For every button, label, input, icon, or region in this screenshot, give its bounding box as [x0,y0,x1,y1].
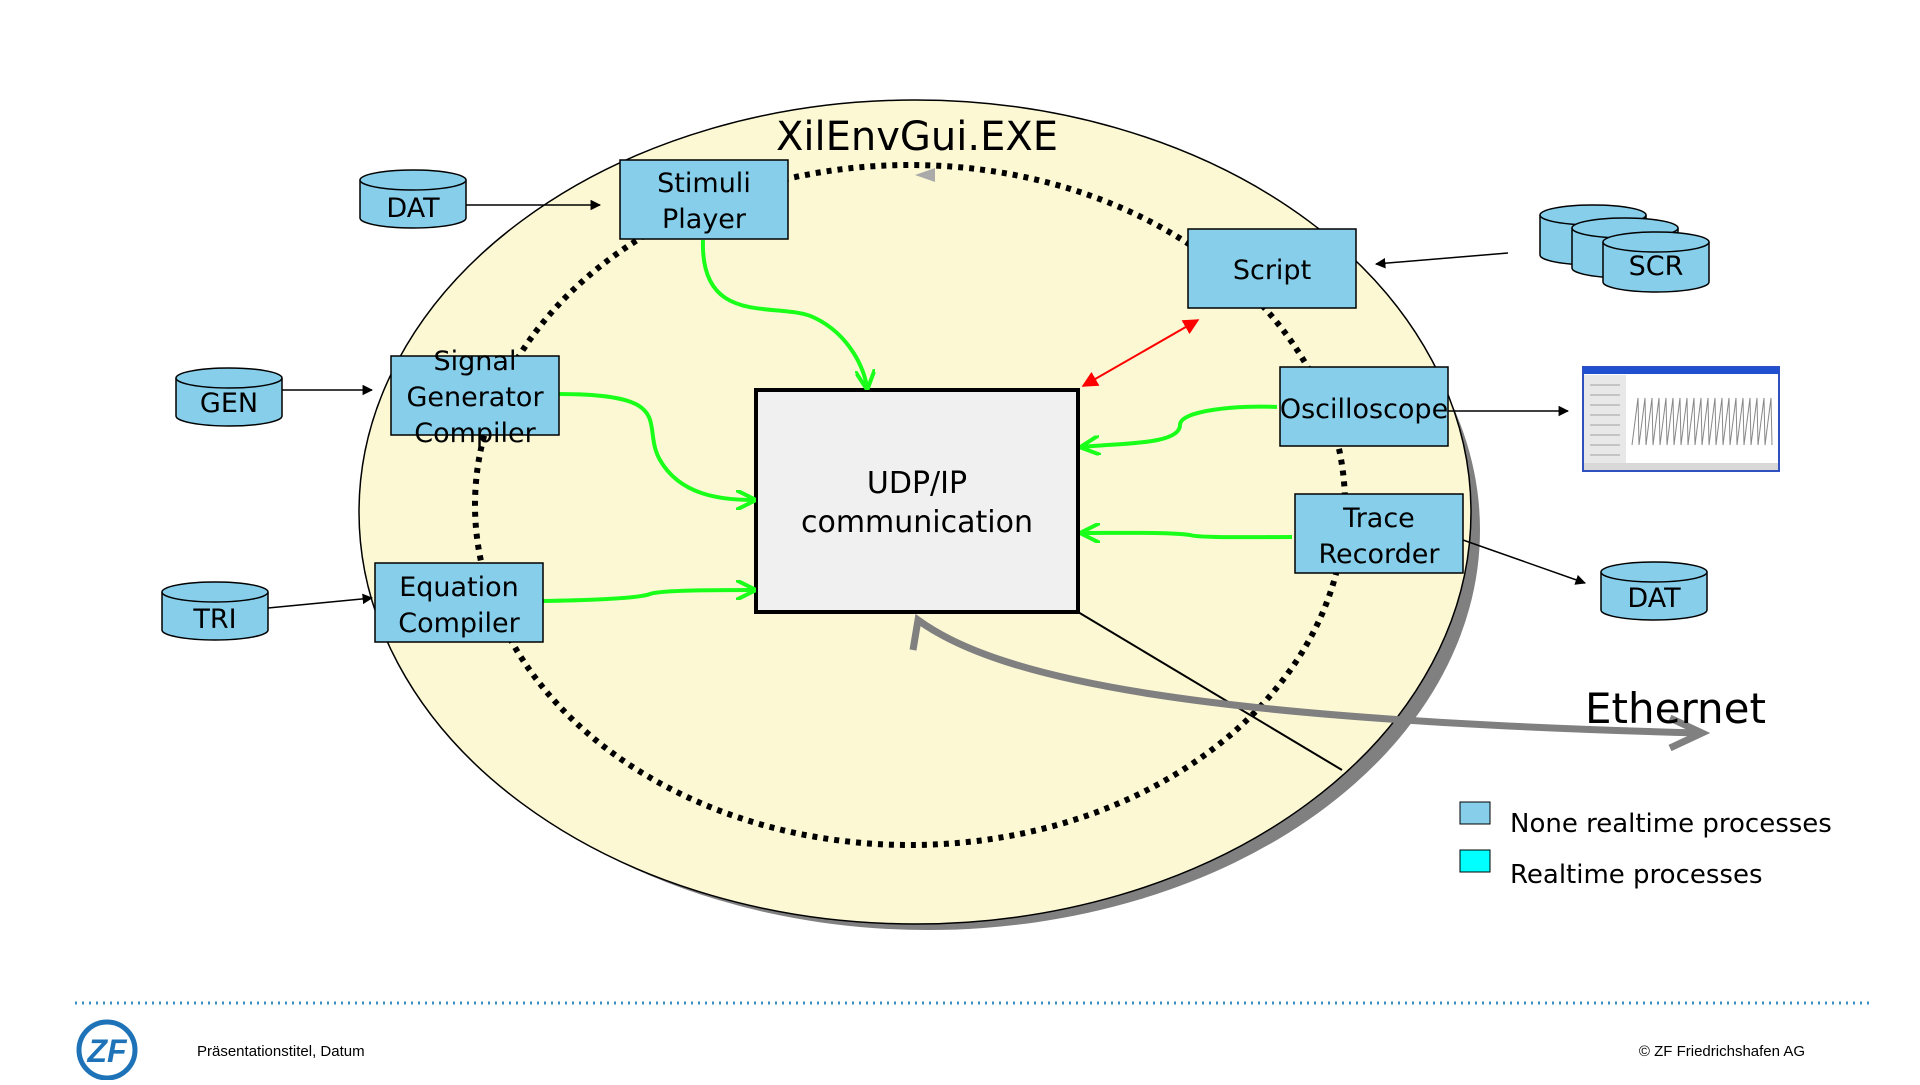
legend-swatch-nonrealtime [1459,801,1491,825]
scr-to-script-arrow [1374,252,1509,269]
ethernet-label: Ethernet [1585,684,1766,733]
trace-recorder-box: Trace Recorder [1294,493,1464,574]
tri-to-equation-arrow [267,593,374,609]
copyright: © ZF Friedrichshafen AG [1639,1043,1805,1060]
scr-files: SCR [1539,204,1710,293]
gen-label: GEN [200,388,258,419]
connector-line [1077,611,1343,771]
equation-label-1: Equation [399,572,519,603]
generator-label-3: Compiler [414,418,536,449]
zf-logo: ZF [76,1019,138,1081]
trace-to-dat-arrow [1462,539,1586,585]
stimuli-to-udp-arrow [700,239,867,388]
ethernet-arrowhead [1668,714,1711,752]
legend-swatch-realtime [1459,849,1491,873]
stimuli-player-box: Stimuli Player [619,159,789,240]
trace-to-udp-arrow [1082,533,1293,537]
oscilloscope-to-udp-arrow [1082,404,1278,447]
udp-label-line1: UDP/IP [867,466,967,501]
legend: None realtime processes Realtime process… [1459,801,1832,890]
udp-communication-box [754,388,1080,614]
equation-to-udp-arrow [542,590,754,603]
oscilloscope-label: Oscilloscope [1280,394,1448,425]
generator-to-udp-arrow [557,392,754,500]
zf-logo-text: ZF [86,1033,128,1069]
gen-file: GEN [175,367,283,427]
dat-right-label: DAT [1627,583,1681,614]
stimuli-player-label-2: Player [662,204,747,235]
stimuli-player-label-1: Stimuli [657,168,751,199]
trace-label-1: Trace [1342,503,1415,534]
dat-left-file: DAT [359,169,467,229]
script-box: Script [1187,228,1357,309]
dat-left-label: DAT [386,193,440,224]
legend-label-realtime: Realtime processes [1510,860,1763,890]
trace-label-2: Recorder [1319,539,1441,570]
equation-compiler-box: Equation Compiler [374,562,544,643]
tri-file: TRI [161,581,269,641]
loop-arrowhead [915,168,935,182]
equation-label-2: Compiler [398,608,520,639]
script-udp-arrow [1081,319,1200,387]
scr-label: SCR [1629,251,1684,282]
signal-generator-compiler-box: Signal Generator Compiler [390,346,560,449]
tri-label: TRI [192,604,236,635]
dat-right-file: DAT [1600,561,1708,621]
oscilloscope-box: Oscilloscope [1279,366,1449,447]
oscilloscope-window-thumbnail [1582,366,1780,472]
ethernet-arrow [909,613,1701,737]
legend-label-nonrealtime: None realtime processes [1510,809,1832,839]
presentation-title: Präsentationstitel, Datum [197,1043,365,1060]
udp-label-line2: communication [801,505,1033,540]
diagram-title: XilEnvGui.EXE [776,114,1058,160]
script-label: Script [1233,255,1311,286]
generator-label-1: Signal [434,346,517,377]
generator-label-2: Generator [406,382,544,413]
